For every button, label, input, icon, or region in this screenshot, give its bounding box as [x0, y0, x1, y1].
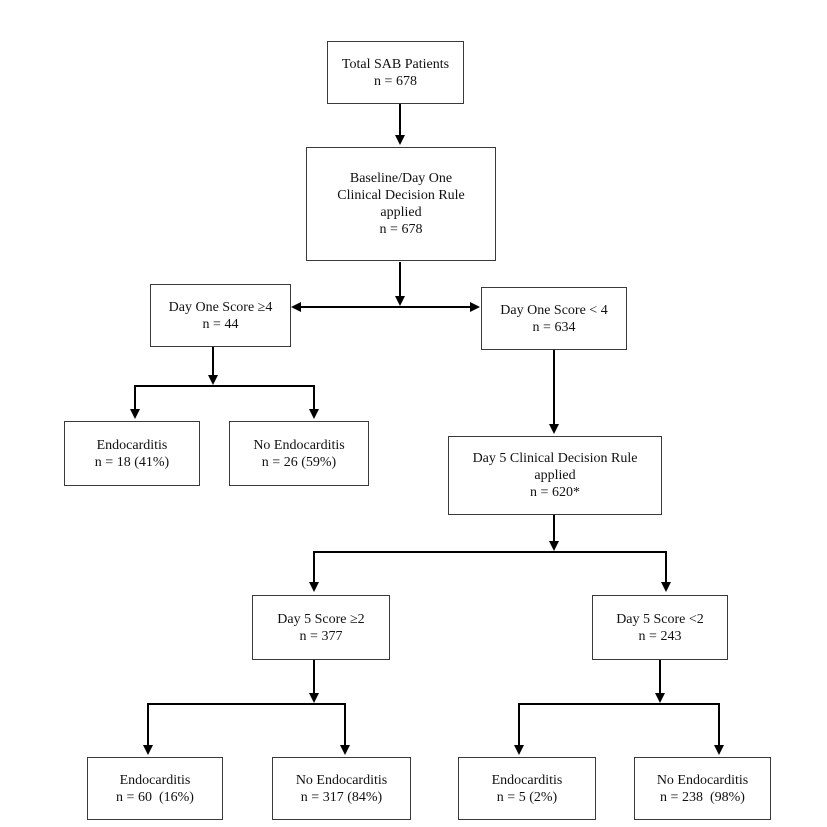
day5-low-no-endocarditis-box: No Endocarditis n = 238 (98%) [634, 757, 771, 820]
day5-low-noendo-count: n = 238 (98%) [660, 789, 745, 805]
day1-endo-count: n = 18 (41%) [94, 454, 170, 470]
day5-rule-count: n = 620* [530, 485, 580, 500]
day5-rule-line-2: applied [534, 468, 576, 483]
day1-endocarditis-box: Endocarditis n = 18 (41%) [64, 421, 200, 486]
day5-low-count: n = 243 [638, 628, 682, 644]
baseline-line-3: applied [380, 205, 422, 220]
total-count: n = 678 [374, 73, 417, 89]
day1-endo-label: Endocarditis [96, 437, 168, 453]
day1-high-count: n = 44 [202, 316, 239, 332]
day5-score-low-box: Day 5 Score <2 n = 243 [592, 595, 728, 660]
day5-low-endocarditis-box: Endocarditis n = 5 (2%) [458, 757, 596, 820]
day5-score-high-box: Day 5 Score ≥2 n = 377 [252, 595, 390, 660]
day5-low-noendo-label: No Endocarditis [656, 772, 749, 788]
day1-noendo-count: n = 26 (59%) [261, 454, 337, 470]
day1-high-label: Day One Score ≥4 [168, 299, 273, 315]
day5-rule-box: Day 5 Clinical Decision Rule applied n =… [448, 436, 662, 515]
day1-score-low-box: Day One Score < 4 n = 634 [481, 287, 627, 350]
day1-low-label: Day One Score < 4 [500, 302, 608, 318]
day5-high-no-endocarditis-box: No Endocarditis n = 317 (84%) [272, 757, 411, 820]
day1-score-high-box: Day One Score ≥4 n = 44 [150, 284, 291, 347]
day1-no-endocarditis-box: No Endocarditis n = 26 (59%) [229, 421, 369, 486]
day5-low-endo-label: Endocarditis [491, 772, 563, 788]
baseline-line-1: Baseline/Day One [349, 171, 453, 186]
day5-high-endo-count: n = 60 (16%) [116, 789, 194, 805]
baseline-rule-box: Baseline/Day One Clinical Decision Rule … [306, 147, 496, 261]
day5-low-endo-count: n = 5 (2%) [496, 789, 558, 805]
day1-low-count: n = 634 [532, 319, 576, 335]
total-title: Total SAB Patients [341, 56, 450, 72]
baseline-count: n = 678 [379, 222, 423, 237]
day5-high-endo-label: Endocarditis [119, 772, 191, 788]
day5-high-noendo-count: n = 317 (84%) [300, 789, 383, 805]
day5-high-noendo-label: No Endocarditis [295, 772, 388, 788]
day1-noendo-label: No Endocarditis [253, 437, 345, 453]
day5-high-label: Day 5 Score ≥2 [277, 611, 365, 627]
day5-rule-line-1: Day 5 Clinical Decision Rule [472, 451, 638, 466]
day5-high-count: n = 377 [299, 628, 343, 644]
baseline-line-2: Clinical Decision Rule [337, 188, 465, 203]
day5-low-label: Day 5 Score <2 [616, 611, 704, 627]
total-sab-patients-box: Total SAB Patients n = 678 [327, 41, 464, 104]
day5-high-endocarditis-box: Endocarditis n = 60 (16%) [87, 757, 223, 820]
